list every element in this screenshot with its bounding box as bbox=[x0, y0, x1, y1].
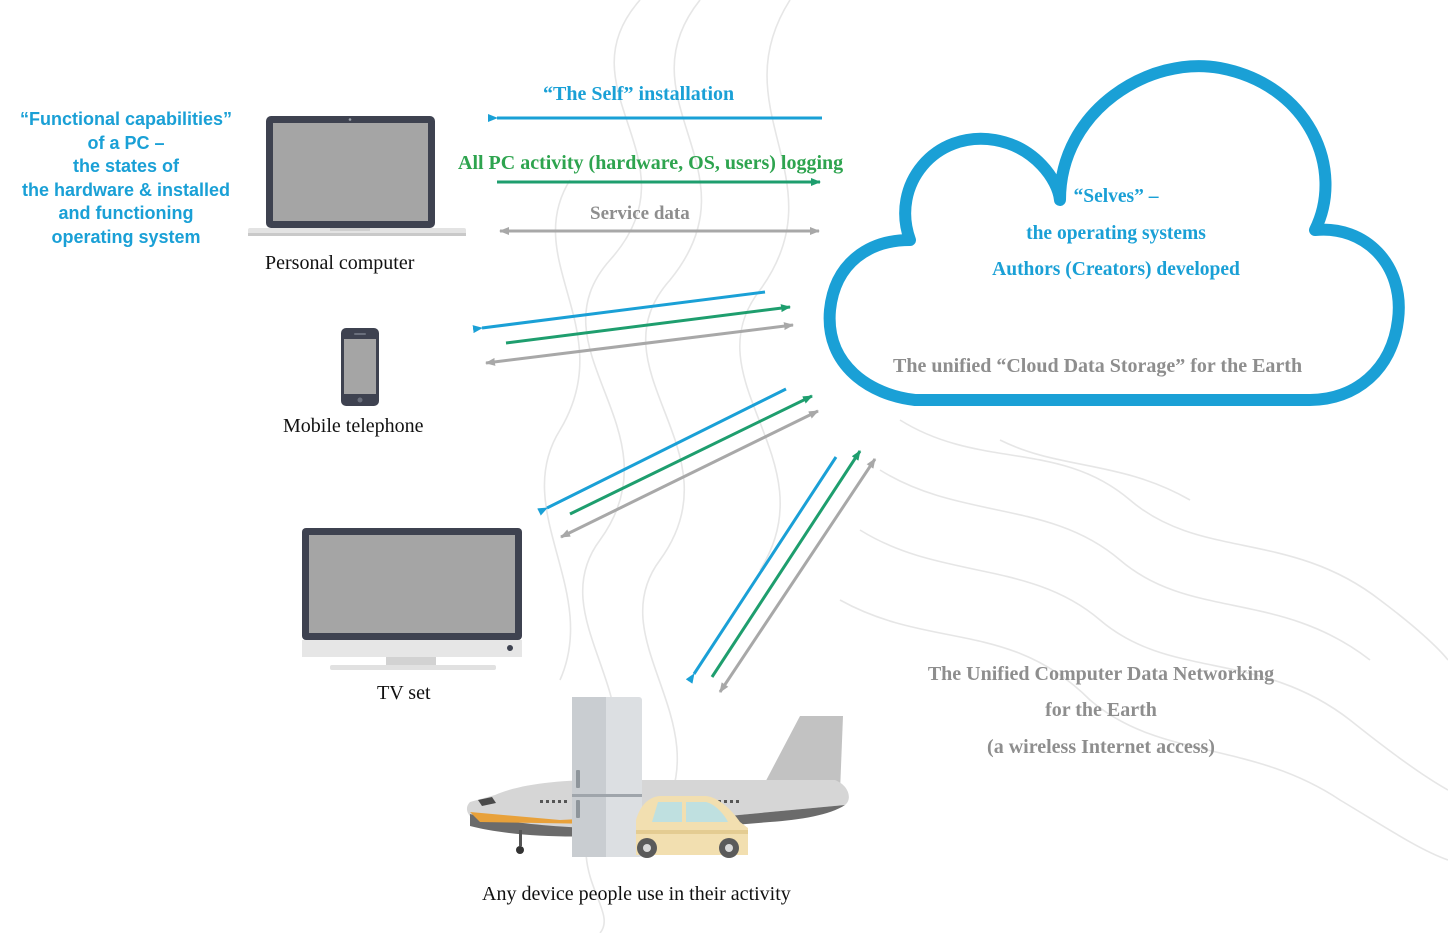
car-icon bbox=[636, 796, 748, 858]
note-line: the states of bbox=[72, 156, 180, 177]
cloud-authors-line: Authors (Creators) developed bbox=[992, 259, 1240, 280]
arrow-devices-install bbox=[685, 456, 838, 684]
cloud-shape bbox=[823, 60, 1405, 406]
arrow-phone-service bbox=[485, 322, 794, 366]
service-data-label: Service data bbox=[590, 203, 690, 224]
arrows-phone bbox=[472, 290, 794, 366]
note-line: of a PC – bbox=[87, 132, 165, 153]
arrow-phone-install bbox=[472, 290, 766, 334]
arrow-tv-logging bbox=[569, 394, 813, 516]
mobile-phone-icon bbox=[341, 328, 379, 406]
laptop-icon bbox=[248, 116, 466, 236]
network-subtitle: for the Earth bbox=[1045, 699, 1157, 721]
network-note: (a wireless Internet access) bbox=[987, 736, 1215, 758]
note-line: and functioning bbox=[58, 203, 194, 224]
arrows-pc bbox=[488, 114, 822, 235]
cloud-storage-label: The unified “Cloud Data Storage” for the… bbox=[893, 355, 1303, 377]
mobile-telephone-label: Mobile telephone bbox=[283, 415, 424, 437]
note-line: “Functional capabilities” bbox=[19, 109, 233, 129]
arrow-devices-logging bbox=[710, 450, 862, 678]
arrow-tv-install bbox=[537, 387, 787, 516]
any-device-label: Any device people use in their activity bbox=[482, 883, 791, 905]
arrow-phone-logging bbox=[505, 304, 791, 345]
arrows-devices bbox=[685, 450, 877, 693]
personal-computer-label: Personal computer bbox=[265, 252, 415, 274]
functional-capabilities-note: “Functional capabilities” of a PC – the … bbox=[6, 108, 246, 250]
refrigerator-icon bbox=[572, 697, 642, 857]
network-title: The Unified Computer Data Networking bbox=[927, 663, 1275, 685]
self-installation-label: “The Self” installation bbox=[543, 83, 735, 105]
note-line: the hardware & installed bbox=[21, 179, 231, 200]
tv-icon bbox=[302, 528, 522, 670]
note-line: operating system bbox=[51, 226, 201, 247]
arrow-devices-service bbox=[718, 458, 877, 693]
activity-logging-label: All PC activity (hardware, OS, users) lo… bbox=[458, 152, 844, 174]
cloud-selves-title: “Selves” – bbox=[1073, 186, 1159, 207]
cloud-os-line: the operating systems bbox=[1026, 223, 1206, 244]
arrow-tv-service bbox=[560, 409, 819, 539]
arrows-tv bbox=[537, 387, 819, 539]
tv-set-label: TV set bbox=[377, 682, 431, 704]
